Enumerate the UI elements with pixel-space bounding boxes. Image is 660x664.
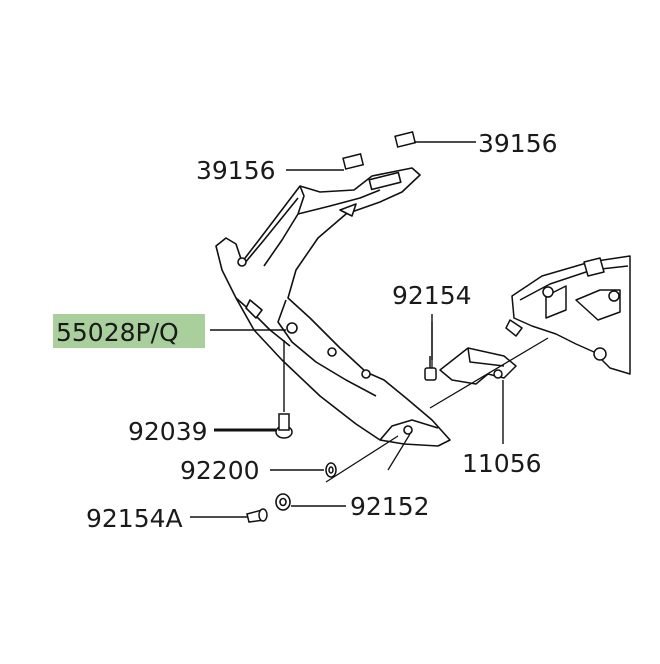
lower-fairing-panel [215,167,451,447]
screw-92154A [246,508,268,523]
label-92200[interactable]: 92200 [180,456,260,485]
label-92039[interactable]: 92039 [128,417,208,446]
label-92154A[interactable]: 92154A [86,504,183,533]
leader-lines [190,141,504,518]
label-39156-right[interactable]: 39156 [478,129,558,158]
grommet-39156-right [394,131,417,148]
bolt-92154 [424,356,437,381]
label-55028PQ[interactable]: 55028P/Q [56,318,179,347]
label-39156-left[interactable]: 39156 [196,156,276,185]
washer-92200 [325,462,337,478]
stay-bracket [439,347,517,385]
grommet-39156-left [342,153,365,170]
engine-housing [505,255,631,375]
label-92154[interactable]: 92154 [392,281,472,310]
nut-92152 [275,493,291,511]
label-92152[interactable]: 92152 [350,492,430,521]
bolt-92039 [275,413,293,439]
label-11056[interactable]: 11056 [462,449,542,478]
part-highlight [53,314,205,348]
